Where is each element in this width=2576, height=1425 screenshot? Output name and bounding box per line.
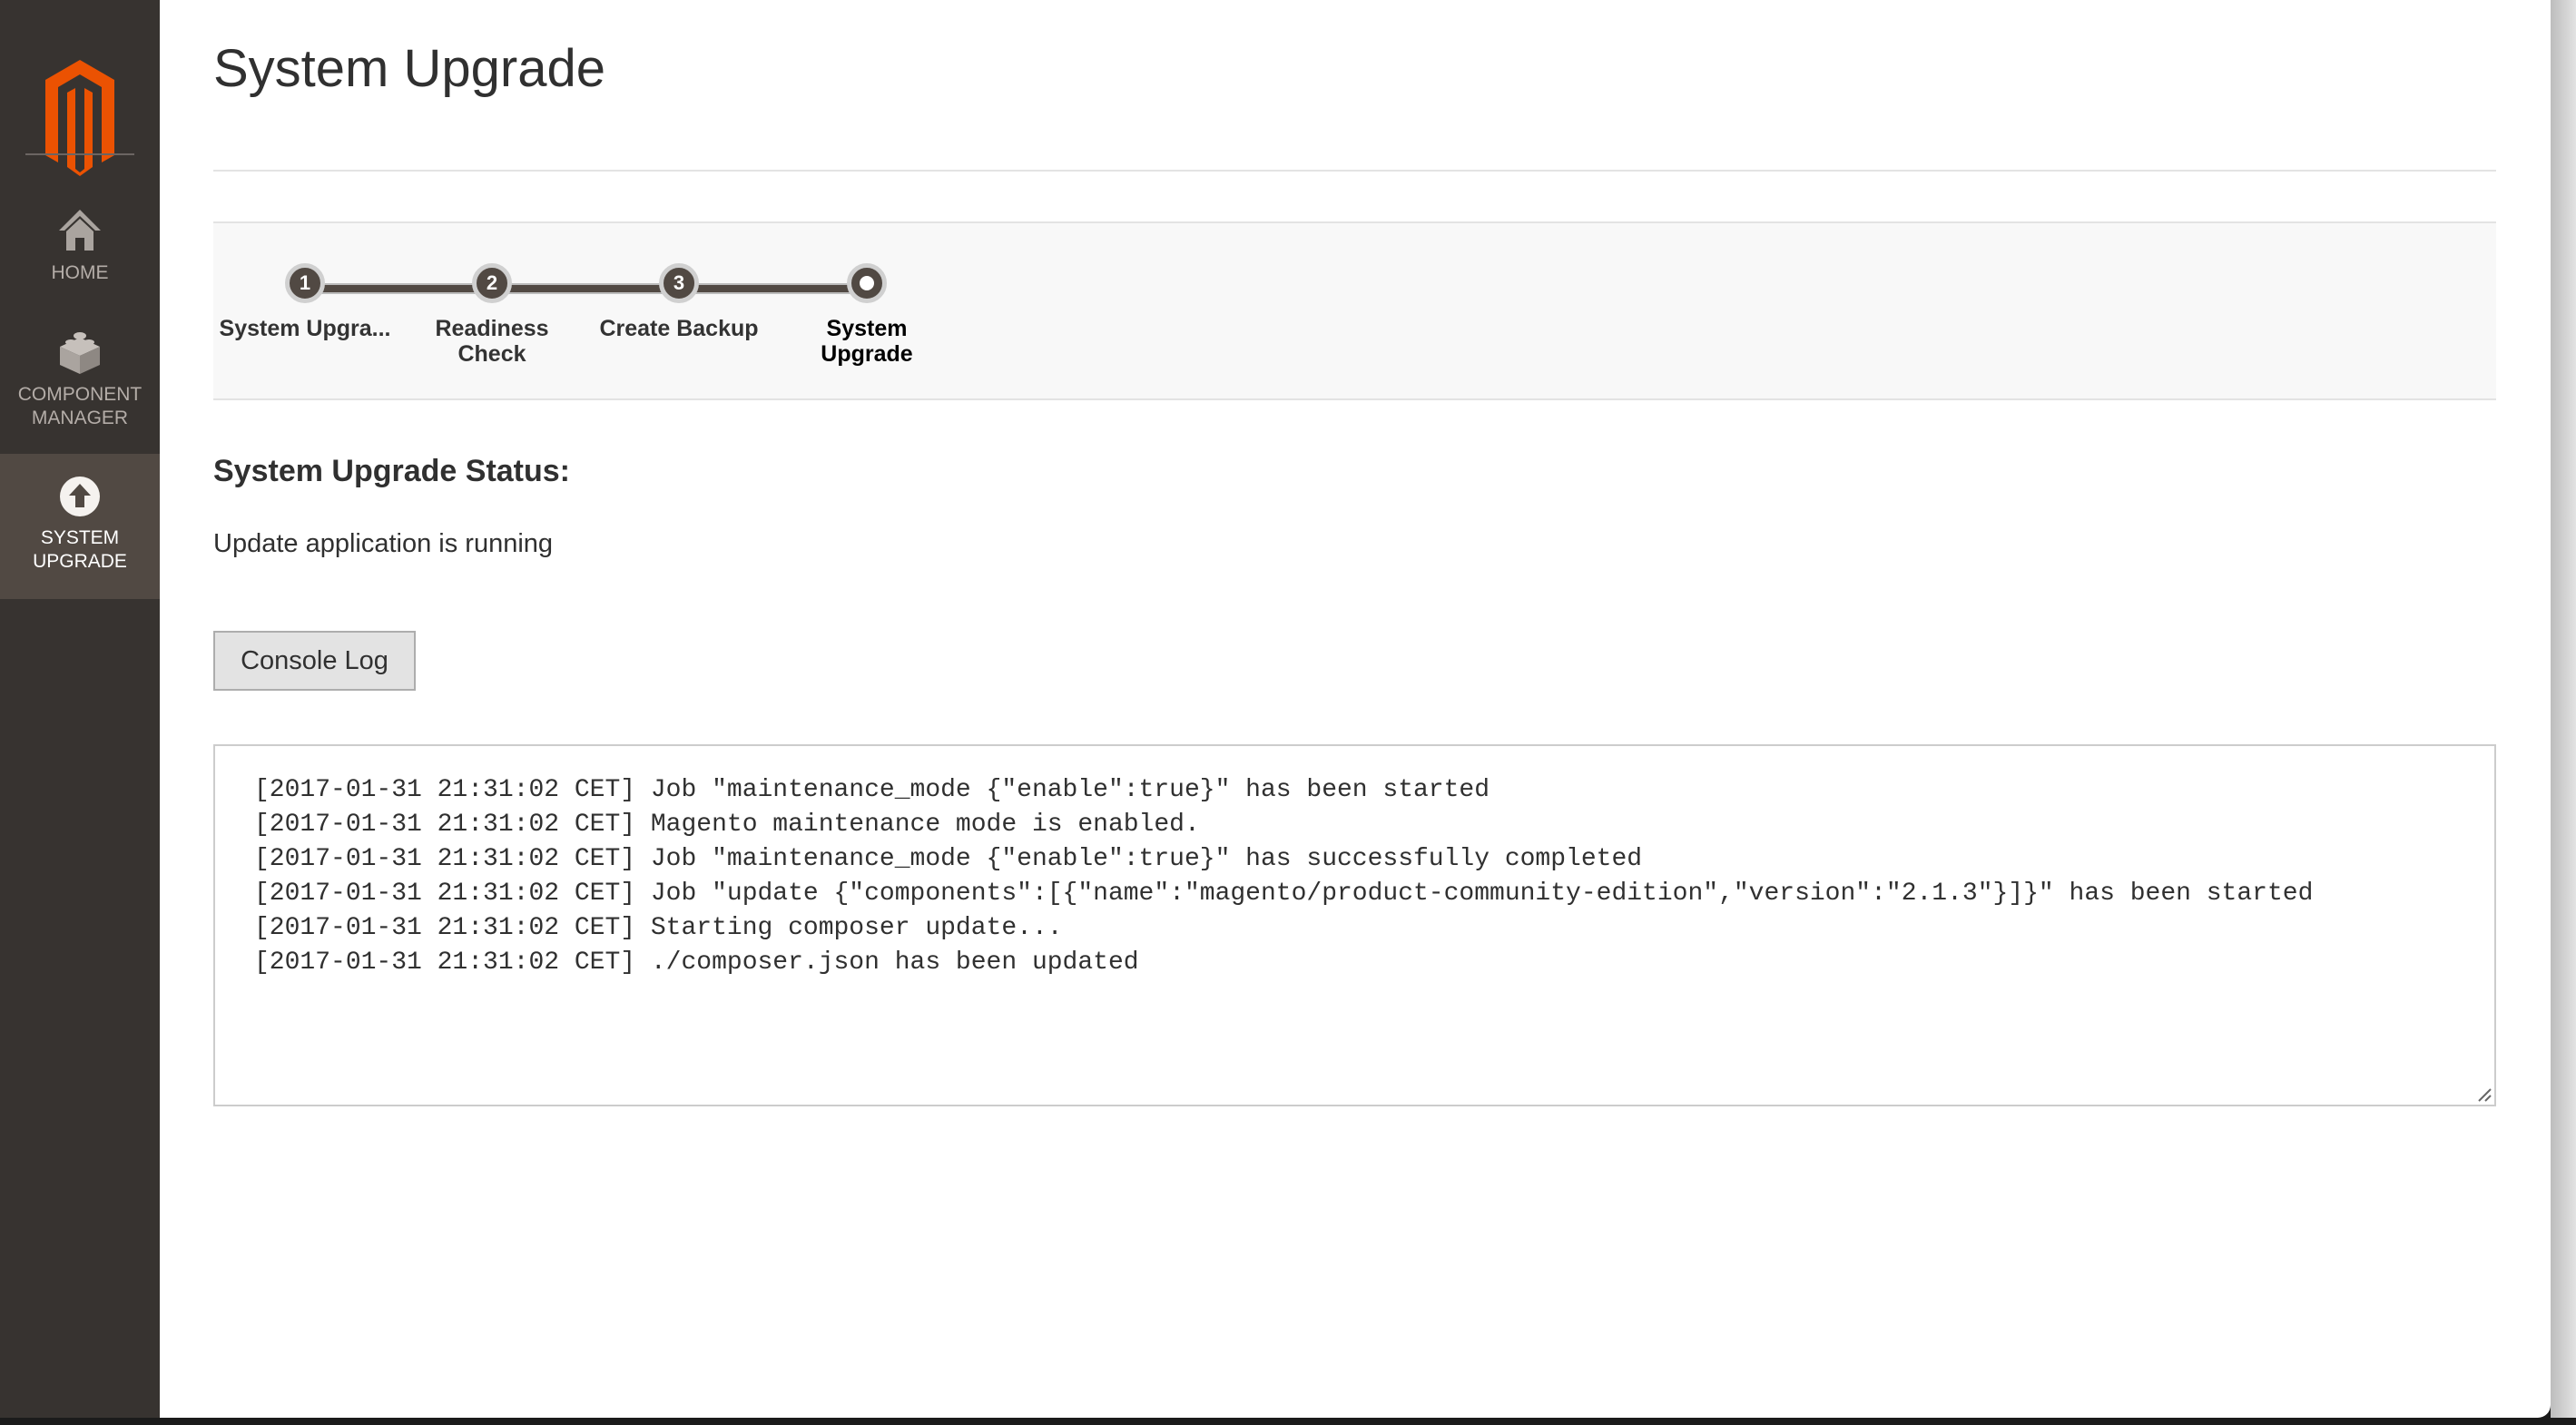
log-line: [2017-01-31 21:31:02 CET] ./composer.jso… bbox=[254, 948, 1139, 977]
sidebar-item-system-upgrade[interactable]: SYSTEM UPGRADE bbox=[0, 454, 160, 599]
log-line: [2017-01-31 21:31:02 CET] Starting compo… bbox=[254, 914, 1063, 942]
upload-arrow-icon bbox=[60, 477, 100, 516]
log-line: [2017-01-31 21:31:02 CET] Job "maintenan… bbox=[254, 776, 1490, 804]
home-icon bbox=[59, 210, 101, 251]
step-number: 1 bbox=[285, 263, 325, 303]
step-label: Create Backup bbox=[599, 316, 759, 341]
step-3: 3 Create Backup bbox=[588, 263, 770, 341]
sidebar-item-label: SYSTEM bbox=[40, 527, 120, 548]
page-title: System Upgrade bbox=[213, 39, 605, 98]
sidebar-item-label: UPGRADE bbox=[33, 551, 127, 572]
sidebar-item-home[interactable]: HOME bbox=[0, 207, 160, 298]
step-label: Readiness bbox=[435, 316, 549, 341]
sidebar-item-component-manager[interactable]: COMPONENT MANAGER bbox=[0, 329, 160, 437]
sidebar-item-label: COMPONENT bbox=[17, 384, 143, 405]
cube-icon bbox=[60, 332, 100, 374]
status-heading: System Upgrade Status: bbox=[213, 454, 570, 488]
log-line: [2017-01-31 21:31:02 CET] Magento mainte… bbox=[254, 811, 1200, 839]
status-text: Update application is running bbox=[213, 529, 554, 558]
log-line: [2017-01-31 21:31:02 CET] Job "update {"… bbox=[254, 880, 2314, 908]
sidebar: HOME COMPONENT MANAGER SYSTEM UPGRADE bbox=[0, 0, 160, 1418]
step-label: System bbox=[826, 316, 908, 341]
window-edge bbox=[2551, 0, 2576, 1418]
console-log-textarea[interactable]: [2017-01-31 21:31:02 CET] Job "maintenan… bbox=[213, 744, 2496, 1106]
divider bbox=[213, 170, 2496, 172]
step-number: 2 bbox=[472, 263, 512, 303]
step-label: Check bbox=[457, 341, 526, 367]
log-line: [2017-01-31 21:31:02 CET] Job "maintenan… bbox=[254, 845, 1643, 873]
console-log-button[interactable]: Console Log bbox=[213, 631, 416, 691]
current-step-dot-icon bbox=[847, 263, 887, 303]
step-label: System Upgra... bbox=[219, 316, 391, 341]
sidebar-divider bbox=[25, 153, 134, 155]
step-1: 1 System Upgra... bbox=[214, 263, 396, 341]
step-label: Upgrade bbox=[821, 341, 913, 367]
resize-grip-icon[interactable] bbox=[2477, 1087, 2492, 1102]
step-number: 3 bbox=[659, 263, 699, 303]
magento-logo-icon[interactable] bbox=[45, 60, 114, 182]
sidebar-item-label: HOME bbox=[51, 262, 109, 283]
sidebar-item-label: MANAGER bbox=[31, 408, 129, 428]
